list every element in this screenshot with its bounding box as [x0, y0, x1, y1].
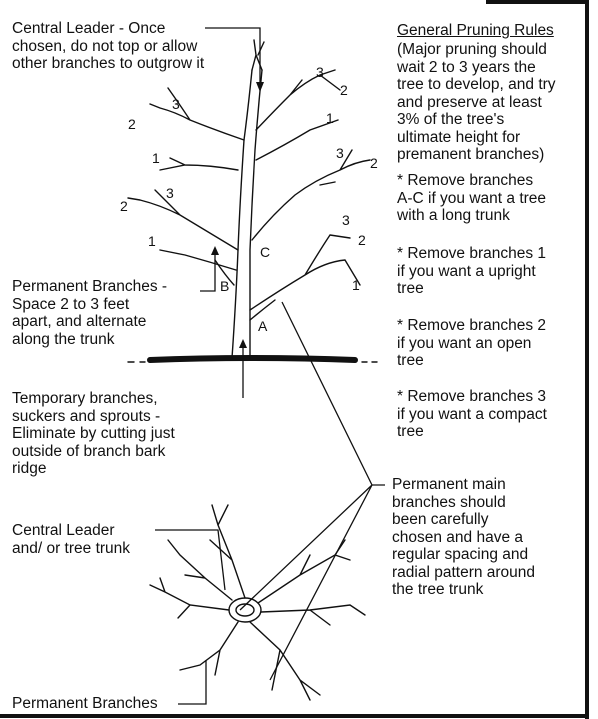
label-permanent-branches-mid: Permanent Branches - Space 2 to 3 feet a…: [12, 278, 167, 348]
label-central-leader-top: Central Leader - Once chosen, do not top…: [12, 20, 204, 73]
arrow-central-top: [256, 82, 264, 92]
branch-left-low: [160, 250, 236, 270]
label-permanent-main-branches: Permanent main branches should been care…: [392, 476, 535, 599]
branch-number: 3: [316, 64, 324, 80]
tree-trunk: [232, 70, 262, 358]
branch-number: 1: [352, 277, 360, 293]
branch-number: 1: [148, 233, 156, 249]
central-leader: [252, 40, 264, 70]
branch-number: 3: [166, 185, 174, 201]
branch-right-upper2: [256, 120, 338, 160]
branch-a: [250, 300, 275, 320]
rules-title: General Pruning Rules: [397, 22, 554, 40]
label-central-leader-bottom: Central Leader and/ or tree trunk: [12, 522, 130, 557]
branch-number: 1: [152, 150, 160, 166]
branch-c: [252, 150, 370, 240]
branch-number: 2: [370, 155, 378, 171]
branch-number: 3: [172, 96, 180, 112]
leader-line-central-bottom: [155, 530, 225, 590]
rule-item-2: * Remove branches 1 if you want a uprigh…: [397, 245, 546, 298]
branch-number: 1: [326, 110, 334, 126]
branch-letter-a: A: [258, 318, 267, 334]
branch-left-mid: [128, 190, 238, 250]
rule-item-3: * Remove branches 2 if you want an open …: [397, 317, 546, 370]
branch-letter-c: C: [260, 244, 270, 260]
leader-line-permanent-mid: [200, 252, 215, 291]
branch-left-upper2: [160, 158, 238, 170]
branch-letter-b: B: [220, 278, 229, 294]
arrow-permanent-mid: [211, 246, 219, 255]
label-permanent-branches-bottom: Permanent Branches: [12, 695, 158, 713]
label-temporary-branches: Temporary branches, suckers and sprouts …: [12, 390, 175, 478]
top-view-trunk: [229, 598, 261, 622]
branch-number: 2: [340, 82, 348, 98]
tree-top-view: [150, 505, 365, 700]
branch-number: 2: [120, 198, 128, 214]
rule-item-1: * Remove branches A-C if you want a tree…: [397, 172, 546, 225]
ground-line: [150, 358, 355, 360]
branch-left-upper: [150, 88, 244, 140]
branch-number: 2: [358, 232, 366, 248]
branch-number: 2: [128, 116, 136, 132]
rule-item-4: * Remove branches 3 if you want a compac…: [397, 388, 547, 441]
branch-number: 3: [336, 145, 344, 161]
branch-number: 3: [342, 212, 350, 228]
arrow-temporary: [239, 339, 247, 348]
rules-intro: (Major pruning should wait 2 to 3 years …: [397, 41, 556, 164]
